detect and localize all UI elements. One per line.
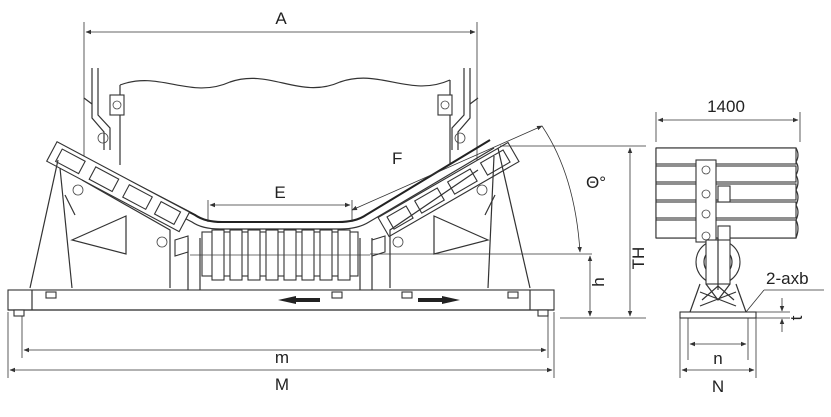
guide-bracket-right [437,68,479,150]
label-t: t [787,315,806,320]
side-bracket [695,159,731,243]
dimension-M: M [7,312,555,394]
direction-arrows [278,296,460,304]
guide-bracket-left [83,68,125,150]
label-N: N [712,377,724,396]
dimension-t: t [756,298,806,332]
label-m: m [275,348,289,367]
label-e: E [274,183,285,202]
side-frame-left [29,159,171,289]
label-h: h [589,277,608,286]
dimension-a: A [83,9,478,160]
label-M: M [275,375,289,394]
label-hole: 2-axb [766,269,809,288]
left-wing-roller [45,141,191,233]
dimension-m: m [21,316,549,367]
dimension-N: N [679,318,757,396]
base-plate [7,289,555,317]
hole-callout: 2-axb [745,269,824,313]
label-1400: 1400 [707,97,745,116]
side-view: 1400 [655,97,824,396]
label-th: TH [629,247,648,270]
dimension-angle: Θ° [370,125,606,255]
dimension-n: n [687,318,749,368]
dimension-e: E [207,183,353,222]
dimension-1400: 1400 [655,97,801,142]
label-angle: Θ° [586,173,606,192]
center-roller [190,229,370,281]
side-roller [695,238,741,290]
label-a: A [275,9,287,28]
dimension-h: h [560,255,608,319]
belt-wave [119,77,451,89]
side-foot [679,311,757,319]
side-legs [689,283,747,313]
belt-trough [69,139,491,223]
front-view: A [7,9,648,394]
label-f: F [392,149,402,168]
label-n: n [713,349,722,368]
dimension-th: TH [500,145,648,319]
dimension-f: F [351,125,543,211]
